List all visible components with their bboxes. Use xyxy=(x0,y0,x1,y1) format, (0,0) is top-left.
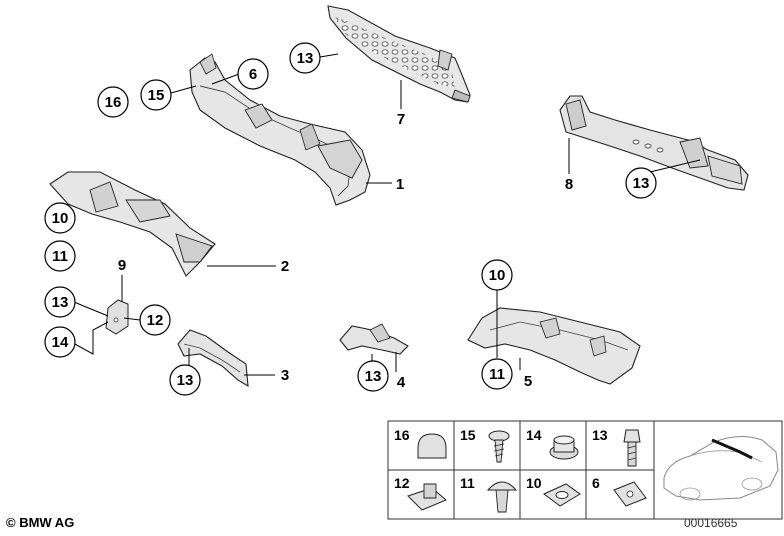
part-9-bracket xyxy=(105,299,129,335)
svg-text:3: 3 xyxy=(281,367,289,384)
callout-16: 16 xyxy=(97,86,129,118)
part-7-heat-shield xyxy=(327,5,471,103)
svg-text:1: 1 xyxy=(396,176,404,193)
vehicle-location-thumbnail xyxy=(653,420,783,520)
svg-text:2: 2 xyxy=(281,258,289,275)
legend-grommet-14: 14 xyxy=(526,427,579,460)
callout-13: 13 xyxy=(625,167,657,199)
callout-13: 13 xyxy=(289,42,321,74)
svg-text:5: 5 xyxy=(524,373,532,390)
svg-text:6: 6 xyxy=(592,475,600,491)
callout-5: 5 xyxy=(524,373,532,390)
part-2-floor-shield xyxy=(49,171,216,277)
callout-1: 1 xyxy=(396,176,404,193)
svg-text:13: 13 xyxy=(52,294,69,311)
legend-speed-nut-6: 6 xyxy=(592,475,647,507)
part-1-tunnel-shield xyxy=(189,53,371,206)
callout-7: 7 xyxy=(397,111,405,128)
callout-13: 13 xyxy=(44,286,76,318)
svg-text:13: 13 xyxy=(177,372,194,389)
svg-text:9: 9 xyxy=(118,257,126,274)
callout-6: 6 xyxy=(237,58,269,90)
document-number: 00016665 xyxy=(684,516,738,530)
svg-text:11: 11 xyxy=(52,248,68,265)
callouts: 13 7 6 15 16 1 8 13 10 xyxy=(44,42,657,396)
callout-14: 14 xyxy=(44,326,76,358)
leader-lines xyxy=(72,53,701,376)
part-8-rear-shield xyxy=(559,95,749,191)
legend-push-rivet-11: 11 xyxy=(460,475,518,513)
svg-text:10: 10 xyxy=(489,267,506,284)
svg-text:4: 4 xyxy=(397,374,406,391)
svg-text:15: 15 xyxy=(148,87,165,104)
callout-9: 9 xyxy=(118,257,126,274)
svg-text:6: 6 xyxy=(249,66,257,83)
svg-text:10: 10 xyxy=(52,210,69,227)
callout-11: 11 xyxy=(44,240,76,272)
callout-12: 12 xyxy=(139,304,171,336)
svg-text:16: 16 xyxy=(394,427,410,443)
part-4-clip-bracket xyxy=(339,323,409,355)
fastener-legend: 16 15 14 13 12 xyxy=(387,420,655,520)
svg-text:13: 13 xyxy=(297,50,314,67)
svg-text:13: 13 xyxy=(592,427,608,443)
svg-text:13: 13 xyxy=(633,175,650,192)
copyright-text: © BMW AG xyxy=(6,515,75,530)
callout-3: 3 xyxy=(281,367,289,384)
callout-10: 10 xyxy=(481,259,513,291)
callout-13: 13 xyxy=(169,364,201,396)
part-5-rear-tunnel-shield xyxy=(467,307,641,385)
svg-text:11: 11 xyxy=(460,475,475,491)
svg-text:14: 14 xyxy=(52,334,69,351)
svg-text:14: 14 xyxy=(526,427,542,443)
svg-text:8: 8 xyxy=(565,176,573,193)
svg-text:13: 13 xyxy=(365,368,382,385)
callout-11: 11 xyxy=(481,358,513,390)
svg-text:10: 10 xyxy=(526,475,542,491)
callout-8: 8 xyxy=(565,176,573,193)
callout-2: 2 xyxy=(281,258,289,275)
svg-text:16: 16 xyxy=(105,94,122,111)
svg-text:11: 11 xyxy=(489,366,505,383)
callout-15: 15 xyxy=(140,79,172,111)
legend-cap-16: 16 xyxy=(394,427,447,459)
callout-4: 4 xyxy=(397,374,406,391)
svg-text:7: 7 xyxy=(397,111,405,128)
legend-bolt-13: 13 xyxy=(592,427,641,467)
legend-clip-nut-12: 12 xyxy=(394,475,447,511)
legend-screw-15: 15 xyxy=(460,427,510,463)
svg-text:12: 12 xyxy=(394,475,410,491)
legend-clamp-10: 10 xyxy=(526,475,581,507)
part-3-strap-bracket xyxy=(177,329,249,388)
callout-13: 13 xyxy=(357,360,389,392)
svg-text:15: 15 xyxy=(460,427,476,443)
callout-10: 10 xyxy=(44,202,76,234)
svg-text:12: 12 xyxy=(147,312,164,329)
